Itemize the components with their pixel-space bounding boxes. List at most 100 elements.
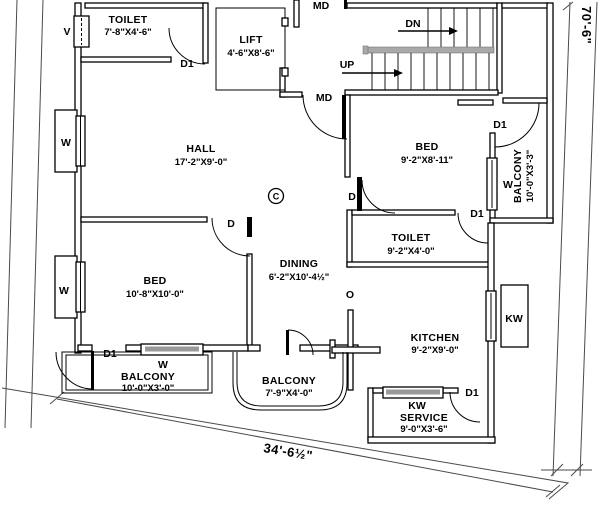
room-label-balcony-center: BALCONY xyxy=(262,375,316,387)
wall-segment xyxy=(346,209,353,268)
kitchen-window-box xyxy=(500,284,529,348)
wall-segment xyxy=(84,2,206,9)
wall-segment xyxy=(367,387,374,441)
wall-segment xyxy=(351,209,456,216)
room-label-toilet1: TOILET xyxy=(109,14,148,26)
room-label-service: SERVICE xyxy=(400,412,448,424)
door-label-d-bed2: D xyxy=(227,218,235,230)
walls xyxy=(74,0,554,444)
window-label-balcony: W xyxy=(158,359,168,371)
room-label-bed2: BED xyxy=(143,275,166,287)
plot-line-right xyxy=(579,1,598,477)
main-door-label-top: MD xyxy=(313,0,330,12)
wall-segment xyxy=(546,2,554,224)
bed2-door-arc xyxy=(211,217,251,257)
toilet-door-arc xyxy=(168,27,206,65)
main-door-leaf xyxy=(342,95,346,139)
doors xyxy=(55,0,540,423)
wall-segment xyxy=(279,91,303,98)
balcony-center-outline-inner xyxy=(236,352,344,407)
door-label-d-bed1: D xyxy=(348,191,356,203)
dining-balcony-door-leaf xyxy=(286,330,289,355)
main-door-arc xyxy=(302,94,348,140)
bed2-door-leaf xyxy=(247,217,252,237)
room-dims-bed1: 9'-2"X8'-11" xyxy=(401,155,453,166)
dim-line-bottom xyxy=(56,398,554,493)
service-door-arc xyxy=(449,391,481,423)
ventilator-label: V xyxy=(63,26,70,38)
wall-segment xyxy=(344,89,499,96)
window-label-hall: W xyxy=(61,137,71,149)
room-label-hall: HALL xyxy=(186,143,215,155)
plot-line-bottom xyxy=(1,387,570,500)
room-dims-bed2: 10'-8"X10'-0" xyxy=(126,289,184,300)
toilet2-door-arc xyxy=(457,212,489,244)
room-dims-balcony-center: 7'-9"X4'-0" xyxy=(265,388,312,399)
wall-segment xyxy=(457,99,494,106)
stair-rail-cap xyxy=(362,45,369,55)
wall-segment xyxy=(74,2,82,354)
dim-tick xyxy=(49,391,65,405)
door-label-d1-balcony: D1 xyxy=(103,348,117,360)
room-dims-balcony-left: 10'-0"X3'-0" xyxy=(122,383,175,394)
wall-segment xyxy=(346,2,498,9)
stair-up-label: UP xyxy=(340,59,355,71)
wall-segment xyxy=(293,0,300,28)
wall-segment xyxy=(496,2,503,94)
room-dims-balcony-right: 10'-0"X3'-3" xyxy=(525,150,536,203)
balcony-center-outline xyxy=(232,352,348,411)
window-label-kitchen: KW xyxy=(505,313,523,325)
wall-segment xyxy=(346,261,494,268)
dimension-lines xyxy=(49,1,592,498)
room-dims-lift: 4'-6"X8'-6" xyxy=(227,48,274,59)
windows xyxy=(54,15,529,399)
bed-door-arc xyxy=(361,179,396,214)
room-dims-toilet1: 7'-8"X4'-6" xyxy=(104,27,151,38)
room-label-balcony-left: BALCONY xyxy=(121,371,175,383)
plot-height-dimension: 70'-6" xyxy=(579,6,594,44)
staircase xyxy=(342,8,495,90)
window-label-right-balcony: W xyxy=(503,179,513,191)
room-label-kitchen: KITCHEN xyxy=(411,332,460,344)
wall-segment xyxy=(201,344,249,352)
dim-tick xyxy=(570,463,584,477)
lift-door-mark xyxy=(281,67,289,77)
wall-segment xyxy=(367,436,496,444)
dim-tick xyxy=(550,463,564,477)
door-label-d1-service: D1 xyxy=(465,387,479,399)
stair-down-arrowhead xyxy=(449,27,458,35)
room-dims-hall: 17'-2"X9'-0" xyxy=(175,157,228,168)
wall-segment xyxy=(489,217,554,224)
balcony-window-glass xyxy=(145,346,199,352)
stair-treads-up xyxy=(371,53,490,90)
opening-label: O xyxy=(346,289,354,301)
lift-box xyxy=(215,7,286,91)
dim-tick xyxy=(545,484,561,498)
room-label-toilet2: TOILET xyxy=(392,232,431,244)
stair-up-arrowhead xyxy=(394,69,403,77)
column-marker-circle xyxy=(267,187,285,205)
lift-door-mark xyxy=(281,17,289,27)
room-dims-dining: 6'-2"X10'-4½" xyxy=(269,272,330,283)
wall-segment xyxy=(502,97,548,104)
room-label-dining: DINING xyxy=(280,258,319,270)
service-window-glass xyxy=(386,389,440,395)
wall-segment xyxy=(80,56,172,63)
column-marker-letter: C xyxy=(273,192,280,202)
dining-balcony-door-arc xyxy=(287,329,314,356)
ventilator-window xyxy=(73,15,90,48)
room-dims-service: 9'-0"X3'-6" xyxy=(400,424,447,435)
balcony-left-outline-inner xyxy=(65,354,209,391)
door-label-d1-bed1: D1 xyxy=(493,119,507,131)
room-dims-toilet2: 9'-2"X4'-0" xyxy=(387,246,434,257)
dim-line-right xyxy=(552,1,571,477)
balcony-door-arc xyxy=(55,351,94,390)
plot-boundary xyxy=(1,0,598,500)
dim-tick xyxy=(562,1,574,11)
room-label-lift: LIFT xyxy=(239,34,263,46)
wall-segment xyxy=(77,344,93,352)
stair-treads-down xyxy=(427,8,494,47)
wall-segment xyxy=(80,216,208,223)
